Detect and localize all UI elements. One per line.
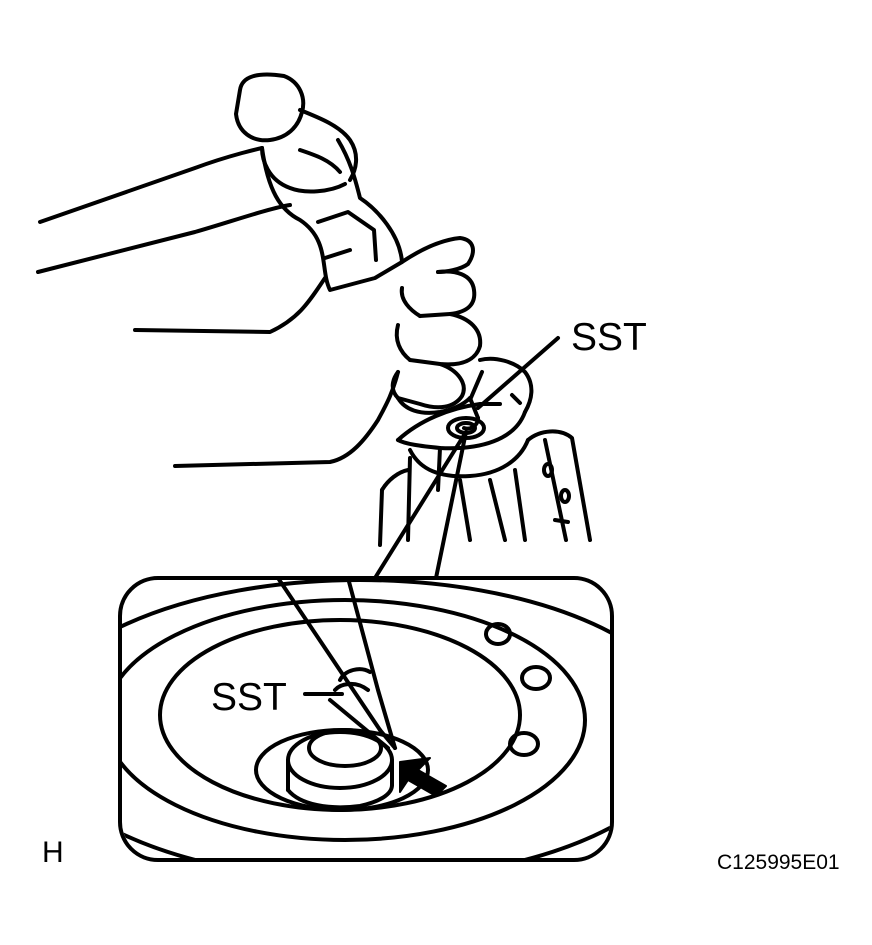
hand [133, 236, 483, 468]
sst-label-top: SST [571, 316, 647, 359]
sst-label-inset: SST [211, 676, 287, 719]
arrow-indicator [399, 757, 447, 797]
callout-pointer [373, 430, 468, 580]
detail-inset-frame [118, 576, 614, 862]
corner-letter: H [42, 836, 64, 869]
detail-inset-content [122, 580, 610, 858]
sst-leader-line [476, 336, 560, 410]
sleeve-arm [36, 146, 292, 274]
hammer [234, 72, 404, 292]
figure-code: C125995E01 [717, 851, 840, 874]
housing-assembly [378, 356, 592, 547]
